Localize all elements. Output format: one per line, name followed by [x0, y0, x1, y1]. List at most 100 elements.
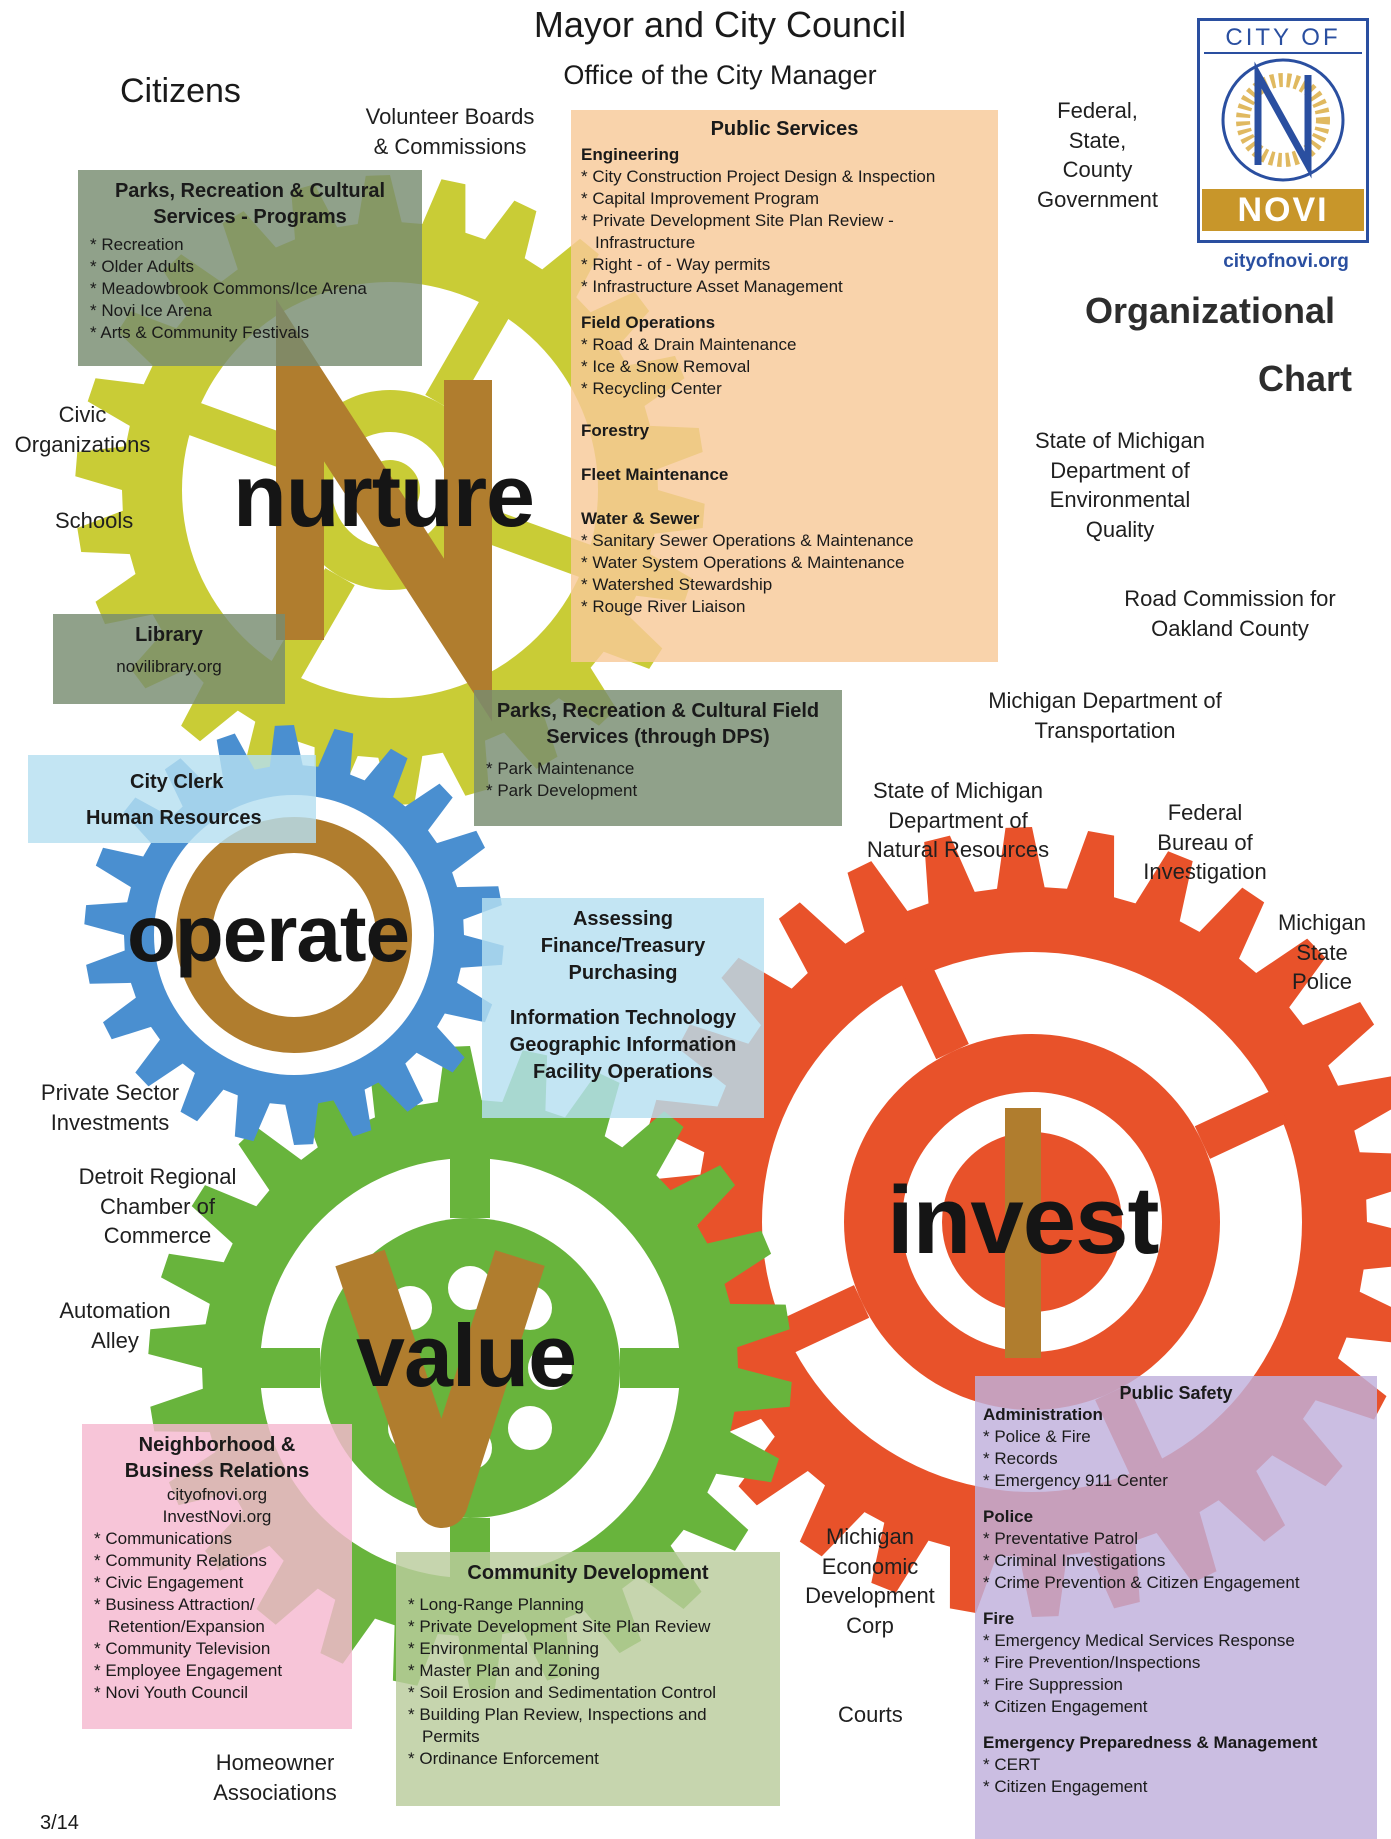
- footer-date: 3/14: [40, 1812, 79, 1834]
- letter-n-shape: [276, 298, 492, 722]
- list-item: Civic Engagement: [94, 1572, 340, 1594]
- logo-emblem: [1221, 58, 1345, 182]
- panel-public-services-title: Public Services: [710, 118, 859, 140]
- label-courts: Courts: [838, 1702, 903, 1727]
- list-item: Citizen Engagement: [983, 1696, 1369, 1718]
- page-title: Mayor and City Council: [533, 4, 907, 45]
- section-heading: Fleet Maintenance: [581, 465, 729, 484]
- word-nurture: nurture: [233, 446, 535, 545]
- panel-neighborhood-title: Neighborhood & Business Relations: [124, 1434, 310, 1482]
- panel-parks-programs: Parks, Recreation & Cultural Services - …: [78, 170, 422, 366]
- chart-title-line2: Chart: [1258, 358, 1353, 399]
- list-item: CERT: [983, 1754, 1369, 1776]
- list-item: Novi Ice Arena: [90, 300, 410, 322]
- gear-spoke: [776, 1285, 870, 1355]
- panel-library: Library novilibrary.org: [53, 614, 285, 704]
- panel-community-development-title: Community Development: [467, 1562, 709, 1584]
- library-url: novilibrary.org: [116, 657, 222, 676]
- novi-logo: CITY OF NOVI cityofnovi.org: [1197, 18, 1369, 272]
- section-heading: Fire: [983, 1609, 1015, 1628]
- list-item: Park Development: [486, 780, 830, 802]
- list-item: Infrastructure Asset Management: [581, 276, 988, 298]
- list-item: Employee Engagement: [94, 1660, 340, 1682]
- word-invest: invest: [887, 1167, 1159, 1274]
- letter-i-bar: [1005, 1108, 1041, 1358]
- list-item: Recreation: [90, 234, 410, 256]
- list-item: Records: [983, 1448, 1369, 1470]
- gear-spoke: [899, 966, 969, 1060]
- list-item: Road & Drain Maintenance: [581, 334, 988, 356]
- list-item: Fire Suppression: [983, 1674, 1369, 1696]
- panel-parks-programs-title: Parks, Recreation & Cultural Services - …: [114, 180, 386, 228]
- panel-neighborhood: Neighborhood & Business Relations cityof…: [82, 1424, 352, 1729]
- logo-top-text: CITY OF: [1204, 24, 1362, 54]
- list-item: Community Television: [94, 1638, 340, 1660]
- gear-letters: [176, 298, 1041, 1528]
- list-item: Police & Fire: [983, 1426, 1369, 1448]
- panel-parks-field-title: Parks, Recreation & Cultural Field Servi…: [496, 700, 820, 748]
- logo-name: NOVI: [1202, 189, 1364, 231]
- section-heading: Police: [983, 1507, 1034, 1526]
- list-item: Right - of - Way permits: [581, 254, 988, 276]
- list-item: Building Plan Review, Inspections and Pe…: [408, 1704, 768, 1748]
- list-item: Private Development Site Plan Review: [408, 1616, 768, 1638]
- list-item: Preventative Patrol: [983, 1528, 1369, 1550]
- list-item: Rouge River Liaison: [581, 596, 988, 618]
- hr-label: Human Resources: [86, 807, 262, 829]
- list-item: City Construction Project Design & Inspe…: [581, 166, 988, 188]
- list-item: Ordinance Enforcement: [408, 1748, 768, 1770]
- logo-url: cityofnovi.org: [1223, 251, 1349, 272]
- panel-parks-programs-list: Recreation Older Adults Meadowbrook Comm…: [90, 234, 410, 344]
- list-item: Sanitary Sewer Operations & Maintenance: [581, 530, 988, 552]
- list-item: Park Maintenance: [486, 758, 830, 780]
- list-item: Recycling Center: [581, 378, 988, 400]
- panel-clerk-hr: City Clerk Human Resources: [28, 755, 316, 843]
- panel-public-safety-title: Public Safety: [1119, 1383, 1233, 1403]
- list-item: Fire Prevention/Inspections: [983, 1652, 1369, 1674]
- gear-small-hole: [508, 1406, 552, 1450]
- list-item: Arts & Community Festivals: [90, 322, 410, 344]
- gear-spoke: [1194, 1089, 1288, 1159]
- list-item: Watershed Stewardship: [581, 574, 988, 596]
- list-item: Criminal Investigations: [983, 1550, 1369, 1572]
- list-item: Soil Erosion and Sedimentation Control: [408, 1682, 768, 1704]
- list-item: Capital Improvement Program: [581, 188, 988, 210]
- section-heading: Administration: [983, 1405, 1103, 1424]
- list-item: Novi Youth Council: [94, 1682, 340, 1704]
- url-text: cityofnovi.org: [166, 1485, 268, 1504]
- list-item: Business Attraction/ Retention/Expansion: [94, 1594, 340, 1638]
- section-heading: Field Operations: [581, 313, 716, 332]
- label-volunteer-boards: Volunteer Boards& Commissions: [365, 104, 535, 159]
- word-operate: operate: [127, 889, 410, 978]
- page-subtitle: Office of the City Manager: [563, 60, 877, 90]
- panel-parks-field: Parks, Recreation & Cultural Field Servi…: [474, 690, 842, 826]
- list-item: Community Relations: [94, 1550, 340, 1572]
- list-item: Long-Range Planning: [408, 1594, 768, 1616]
- section-heading: Engineering: [581, 145, 680, 164]
- list-item: Emergency Medical Services Response: [983, 1630, 1369, 1652]
- section-heading: Forestry: [581, 421, 650, 440]
- panel-community-development: Community Development Long-Range Plannin…: [396, 1552, 780, 1806]
- chart-title-line1: Organizational: [1085, 290, 1336, 331]
- list-item: Communications: [94, 1528, 340, 1550]
- panel-public-safety: Public Safety Administration Police & Fi…: [975, 1376, 1377, 1839]
- clerk-label: City Clerk: [130, 771, 224, 793]
- panel-finance-it: Assessing Finance/Treasury Purchasing In…: [482, 898, 764, 1118]
- label-schools: Schools: [55, 508, 134, 533]
- list-item: Environmental Planning: [408, 1638, 768, 1660]
- label-citizens: Citizens: [120, 72, 241, 110]
- gear-small-hole: [528, 1346, 572, 1390]
- list-item: Older Adults: [90, 256, 410, 278]
